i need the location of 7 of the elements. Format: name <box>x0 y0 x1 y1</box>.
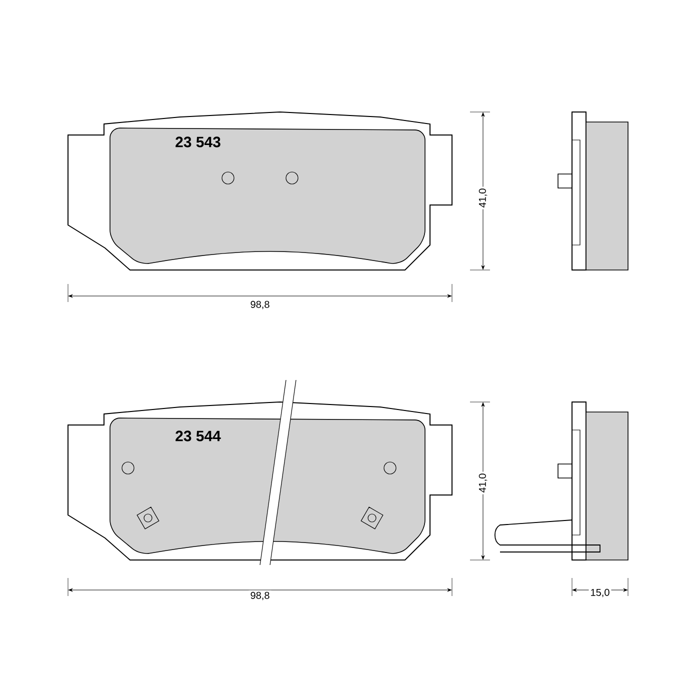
dimension-label: 41,0 <box>477 472 489 494</box>
dimension-label: 98,8 <box>248 299 272 311</box>
dimension-label: 41,0 <box>477 186 489 210</box>
part-number: 23 543 <box>176 136 220 148</box>
dimension-label: 15,0 <box>588 587 612 599</box>
dimension-label: 98,8 <box>248 590 272 602</box>
part-number: 23 544 <box>176 430 221 442</box>
